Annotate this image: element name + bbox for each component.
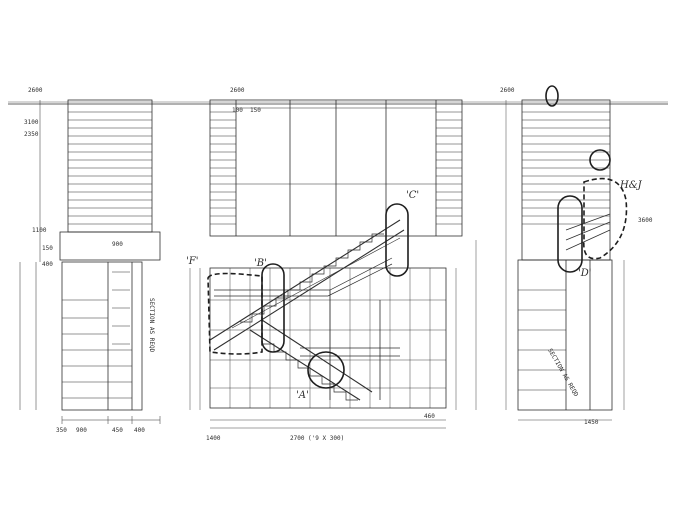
callout-outline-f [207,272,263,355]
detail-label-b: 'B' [254,258,267,269]
dim-left-small-1: 150 [42,245,53,252]
dim-center-bottom-1: 1400 [206,435,221,442]
dim-left-bottom-4: 400 [134,427,145,434]
note-right-section: SECTION AS REQD [546,348,579,399]
upper-stair-stringer [209,219,401,341]
note-left-section: SECTION AS REQD [148,298,155,353]
callout-outline-c [385,203,409,277]
callout-top-marker [545,85,559,107]
dim-left-top-3: 2350 [24,131,39,138]
detail-label-a: 'A' [296,390,309,401]
left-louvers [68,111,152,225]
lower-stair-stringer [249,329,361,401]
dim-center-top-3: 150 [250,107,261,114]
left-elevation-panel [19,99,161,424]
center-elevation-panel [189,99,477,429]
overall-dimension-label: 2700 ('9 X 300) [290,435,344,442]
dim-right-mid: 3600 [638,217,653,224]
detail-label-c: 'C' [406,190,419,201]
dim-left-small-2: 400 [42,261,53,268]
dim-left-top-1: 2600 [28,87,43,94]
callout-outline-a [307,351,345,389]
detail-label-f: 'F' [186,256,198,267]
detail-label-d: 'D' [578,268,592,279]
dim-center-top-2: 100 [232,107,243,114]
callout-outline-hj [589,149,611,171]
callout-outline-d [557,195,583,273]
dim-left-bottom-1: 350 [56,427,67,434]
dim-left-top-2: 3100 [24,119,39,126]
detail-label-hj: H&J [619,180,643,191]
dim-left-bottom-3: 450 [112,427,123,434]
dim-left-width: 900 [112,241,123,248]
dim-center-top-1: 2600 [230,87,245,94]
dim-left-mid: 1100 [32,227,47,234]
dim-right-top: 2600 [500,87,515,94]
callout-outline-b [261,263,285,353]
dim-right-bottom: 1450 [584,419,599,426]
dim-left-bottom-2: 900 [76,427,87,434]
dim-center-bottom-2: 460 [424,413,435,420]
